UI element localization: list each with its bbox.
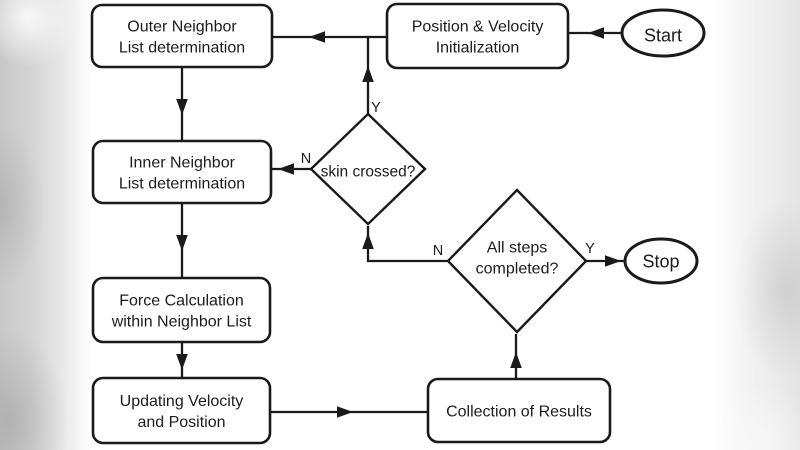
init-to-outer-arrowhead-icon — [309, 31, 325, 43]
edge-updating-to-collection — [271, 406, 427, 418]
position-velocity-box-shape — [385, 2, 570, 70]
edge-label-allsteps-no-to-skin: N — [433, 243, 443, 259]
edge-force-to-updating — [176, 343, 188, 377]
left-gradient-band — [0, 0, 92, 450]
edge-init-to-outer — [273, 31, 387, 43]
allsteps-yes-to-stop-arrowhead-icon — [605, 255, 621, 267]
node-start-terminal: Start — [620, 8, 706, 58]
start-terminal-shape — [620, 8, 706, 58]
right-gradient-band — [710, 0, 800, 450]
edge-collection-to-allsteps — [510, 334, 522, 378]
edge-label-skin-no-to-inner: N — [301, 151, 311, 167]
start-terminal-label: Start — [644, 25, 682, 45]
stop-terminal-shape — [623, 237, 699, 285]
edge-label-skin-yes-up: Y — [371, 100, 381, 116]
skin-crossed-diamond-label: skin crossed? — [321, 164, 416, 181]
collection-results-box-label: Collection of Results — [446, 403, 592, 420]
updating-velocity-box-shape — [91, 376, 272, 445]
force-to-updating-arrowhead-icon — [176, 354, 188, 370]
edge-start-to-init — [569, 27, 622, 39]
all-steps-diamond-shape — [446, 188, 588, 334]
inner-to-force-arrowhead-icon — [176, 235, 188, 251]
edge-allsteps-no-to-skin: N — [362, 226, 448, 263]
stop-terminal-label: Stop — [642, 251, 679, 271]
edge-outer-to-inner — [176, 68, 188, 140]
skin-yes-up-arrowhead-icon — [362, 66, 374, 82]
edge-label-allsteps-yes-to-stop: Y — [585, 241, 595, 257]
outer-neighbor-box-shape — [90, 3, 274, 69]
edge-inner-to-force — [176, 204, 188, 277]
skin-no-to-inner-arrowhead-icon — [278, 163, 294, 175]
node-stop-terminal: Stop — [623, 237, 699, 285]
edge-skin-no-to-inner: N — [272, 151, 312, 175]
collection-results-box-shape — [426, 377, 612, 444]
node-skin-crossed-diamond: skin crossed? — [309, 112, 427, 226]
start-to-init-arrowhead-icon — [588, 27, 604, 39]
inner-neighbor-box-shape — [91, 139, 273, 205]
edge-skin-yes-up: Y — [362, 37, 381, 116]
outer-to-inner-arrowhead-icon — [176, 99, 188, 115]
allsteps-no-to-skin-arrowhead-icon — [362, 233, 374, 249]
collection-to-allsteps-arrowhead-icon — [510, 352, 522, 368]
force-calculation-box-shape — [91, 276, 272, 344]
edge-allsteps-yes-to-stop: Y — [585, 241, 624, 267]
node-collection-results-box: Collection of Results — [426, 377, 612, 444]
updating-to-collection-arrowhead-icon — [337, 406, 353, 418]
skin-crossed-diamond-shape — [309, 112, 427, 226]
